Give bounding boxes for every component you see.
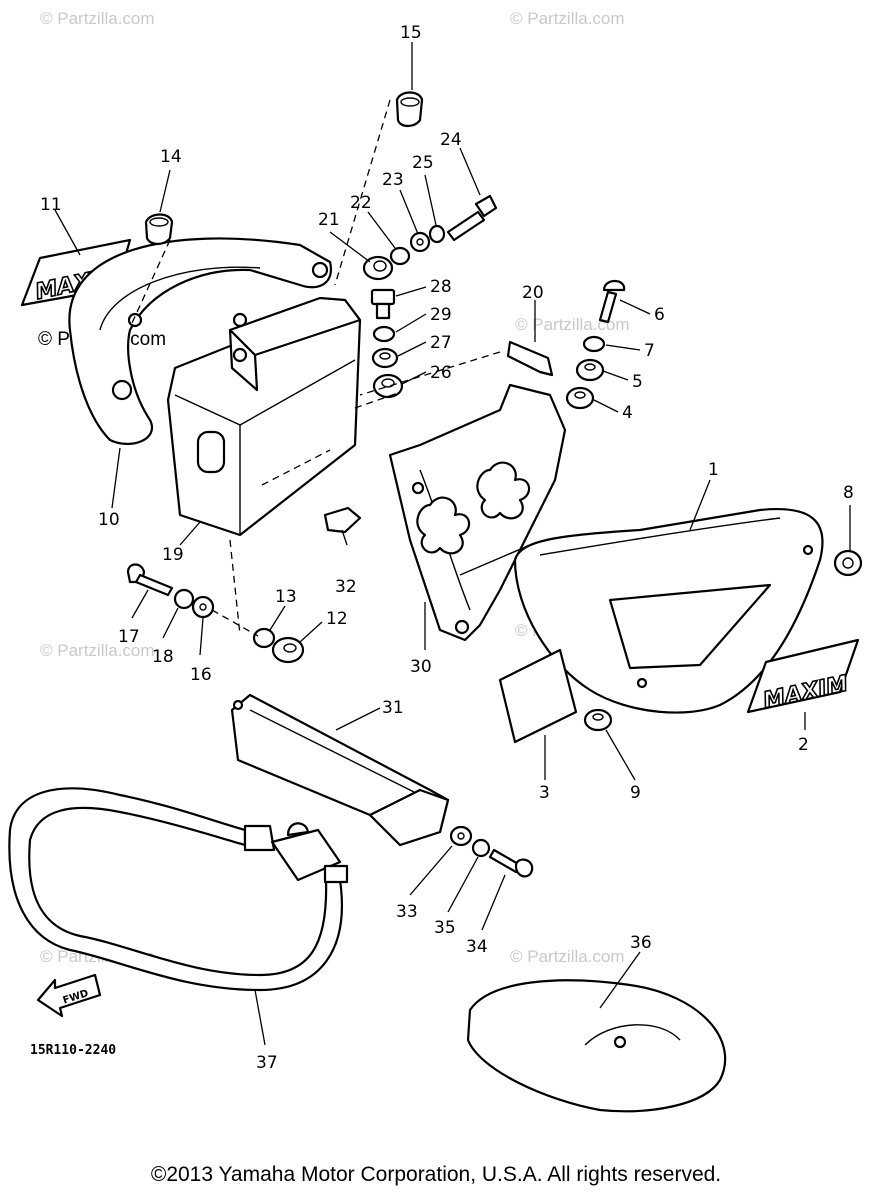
callout-3: 3	[539, 783, 550, 803]
part-24-bolt[interactable]	[446, 194, 498, 242]
part-28-bolt[interactable]	[370, 288, 396, 320]
callout-15: 15	[400, 23, 422, 43]
callout-18: 18	[152, 647, 174, 667]
part-20-clip[interactable]	[506, 340, 554, 377]
part-27-grommet[interactable]	[371, 347, 399, 369]
callout-4: 4	[622, 403, 633, 423]
part-3-pad[interactable]	[498, 648, 578, 744]
callout-numbers: 15 14 11 24 25 23 22 21 28 29 27 26 20 6…	[40, 23, 854, 1073]
callout-32: 32	[335, 577, 357, 597]
watermark-group: © Partzilla.com © Partzilla.com © Partzi…	[38, 9, 630, 966]
watermark: © Partzilla.com	[510, 9, 625, 28]
diagram-code: 15R110-2240	[30, 1043, 116, 1058]
part-25-washer[interactable]	[428, 224, 446, 244]
part-10-bracket[interactable]	[68, 237, 333, 445]
callout-1: 1	[708, 460, 719, 480]
watermark: © Partzilla.com	[40, 641, 155, 660]
callout-28: 28	[430, 277, 452, 297]
callout-27: 27	[430, 333, 452, 353]
part-33-washer[interactable]	[449, 825, 473, 847]
callout-31: 31	[382, 698, 404, 718]
callout-22: 22	[350, 193, 372, 213]
part-15-grommet[interactable]	[395, 91, 424, 128]
part-26-grommet[interactable]	[372, 373, 404, 399]
part-21-collar[interactable]	[362, 255, 394, 281]
part-16-washer[interactable]	[191, 595, 215, 619]
callout-5: 5	[632, 372, 643, 392]
callout-37: 37	[256, 1053, 278, 1073]
callout-26: 26	[430, 363, 452, 383]
callout-29: 29	[430, 305, 452, 325]
fwd-arrow: FWD	[36, 973, 102, 1018]
watermark: © Partzilla.com	[515, 315, 630, 334]
callout-17: 17	[118, 627, 140, 647]
callout-7: 7	[644, 341, 655, 361]
callout-2: 2	[798, 735, 809, 755]
part-4-grommet[interactable]	[565, 386, 595, 410]
callout-36: 36	[630, 933, 652, 953]
callout-33: 33	[396, 902, 418, 922]
part-35-washer[interactable]	[471, 838, 491, 858]
part-34-screw[interactable]	[488, 848, 534, 878]
part-14-grommet[interactable]	[144, 213, 174, 246]
callout-34: 34	[466, 937, 488, 957]
callout-16: 16	[190, 665, 212, 685]
callout-14: 14	[160, 147, 182, 167]
part-32-grommet[interactable]	[323, 506, 362, 534]
callout-6: 6	[654, 305, 665, 325]
part-29-washer[interactable]	[372, 325, 396, 343]
callout-9: 9	[630, 783, 641, 803]
part-30-plate[interactable]	[388, 383, 567, 642]
callout-11: 11	[40, 195, 62, 215]
part-9-grommet[interactable]	[583, 708, 613, 732]
callout-24: 24	[440, 130, 462, 150]
leader-lines	[54, 42, 851, 1046]
callout-35: 35	[434, 918, 456, 938]
part-8-grommet[interactable]	[833, 549, 863, 577]
watermark: © Partzilla.com	[40, 9, 155, 28]
copyright-notice: ©2013 Yamaha Motor Corporation, U.S.A. A…	[150, 1163, 722, 1186]
part-17-bolt[interactable]	[126, 563, 174, 597]
part-36-pad[interactable]	[466, 979, 727, 1113]
part-1-side-cover[interactable]	[513, 508, 824, 714]
part-23-washer[interactable]	[409, 231, 431, 253]
part-22-collar[interactable]	[389, 246, 411, 266]
callout-21: 21	[318, 210, 340, 230]
part-18-washer[interactable]	[173, 588, 195, 610]
watermark: © Partzilla.com	[510, 947, 625, 966]
callout-10: 10	[98, 510, 120, 530]
part-12-grommet[interactable]	[271, 636, 305, 664]
callout-23: 23	[382, 170, 404, 190]
part-19-box[interactable]	[166, 296, 362, 537]
alignment-lines	[131, 99, 501, 637]
part-31-duct[interactable]	[230, 693, 450, 847]
callout-8: 8	[843, 483, 854, 503]
callout-25: 25	[412, 153, 434, 173]
part-37-hose[interactable]	[8, 787, 349, 992]
part-7-washer[interactable]	[582, 335, 606, 353]
callout-20: 20	[522, 283, 544, 303]
callout-19: 19	[162, 545, 184, 565]
part-13-collar[interactable]	[252, 627, 276, 649]
callout-13: 13	[275, 587, 297, 607]
part-5-grommet[interactable]	[575, 358, 605, 382]
callout-30: 30	[410, 657, 432, 677]
part-6-bolt[interactable]	[598, 279, 626, 324]
callout-12: 12	[326, 609, 348, 629]
